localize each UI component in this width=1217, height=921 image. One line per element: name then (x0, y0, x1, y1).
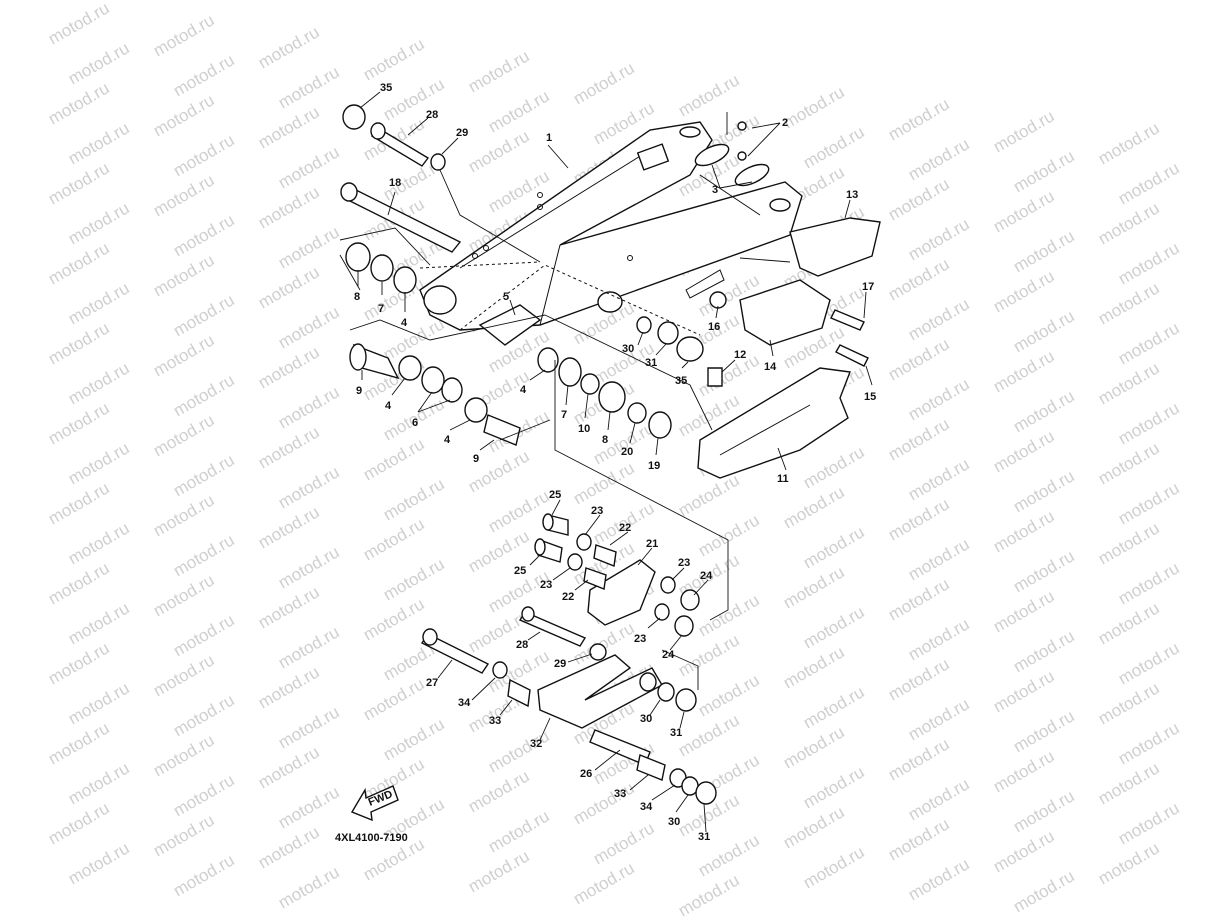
bolt-17 (830, 309, 865, 331)
cap-35-mid (676, 336, 704, 362)
callout-7a: 7 (378, 303, 384, 315)
callout-33a: 33 (489, 715, 501, 727)
callout-labels: 35 28 29 1 2 3 18 13 17 16 5 30 31 35 12… (354, 82, 876, 843)
callout-28b: 28 (516, 639, 528, 651)
chain-support-11 (697, 367, 851, 479)
screw-2a (737, 121, 747, 131)
screw-2b (737, 151, 747, 161)
plate-3b (734, 163, 770, 187)
relay-arm-21 (587, 559, 656, 626)
callout-3: 3 (712, 184, 718, 196)
connecting-rod-32 (537, 654, 663, 729)
callout-5: 5 (503, 291, 509, 303)
callout-6: 6 (412, 417, 418, 429)
callout-25a: 25 (549, 489, 561, 501)
callout-26: 26 (580, 768, 592, 780)
callout-27: 27 (426, 677, 438, 689)
callout-8a: 8 (354, 291, 360, 303)
cap-35-top (342, 104, 366, 130)
callout-15: 15 (864, 391, 876, 403)
swing-arm (419, 121, 803, 346)
bolt-15 (835, 344, 869, 367)
callout-19: 19 (648, 460, 660, 472)
callout-33b: 33 (614, 788, 626, 800)
callout-11: 11 (777, 473, 789, 485)
callout-29b: 29 (554, 658, 566, 670)
callout-24b: 24 (662, 649, 675, 661)
diagram-code: 4XL4100-7190 (335, 832, 408, 844)
callout-17: 17 (862, 281, 874, 293)
callout-23c: 23 (678, 557, 690, 569)
chain-guide-14 (739, 279, 831, 346)
callout-2: 2 (782, 117, 788, 129)
callout-23d: 23 (634, 633, 646, 645)
washer-29-top (430, 153, 446, 171)
leader-lines (357, 91, 873, 833)
bushing-stack-right (345, 242, 727, 439)
callout-29a: 29 (456, 127, 468, 139)
assembly-lines (339, 112, 791, 690)
callout-1: 1 (546, 132, 552, 144)
callout-23b: 23 (540, 579, 552, 591)
callout-9a: 9 (356, 385, 362, 397)
callout-13: 13 (846, 189, 858, 201)
callout-22a: 22 (619, 522, 631, 534)
callout-31c: 31 (698, 831, 710, 843)
callout-12: 12 (734, 349, 746, 361)
callout-25b: 25 (514, 565, 526, 577)
callout-20: 20 (621, 446, 633, 458)
callout-31a: 31 (645, 357, 657, 369)
bolt-28-top (370, 122, 430, 167)
plate-3a (694, 143, 730, 167)
callout-23a: 23 (591, 505, 603, 517)
pivot-shaft-18 (340, 182, 462, 253)
callout-34b: 34 (640, 801, 653, 813)
callout-9b: 9 (473, 453, 479, 465)
callout-28a: 28 (426, 109, 438, 121)
fwd-arrow: FWD (350, 785, 399, 822)
bolt-12 (707, 367, 723, 387)
bushing-stack-left (349, 343, 521, 446)
callout-4d: 4 (520, 384, 527, 396)
callout-10: 10 (578, 423, 590, 435)
bushings-lower (420, 513, 717, 805)
callout-24a: 24 (700, 570, 713, 582)
callout-18: 18 (389, 177, 401, 189)
callout-4a: 4 (401, 317, 408, 329)
callout-22b: 22 (562, 591, 574, 603)
callout-7b: 7 (561, 409, 567, 421)
callout-21: 21 (646, 538, 658, 550)
callout-30a: 30 (622, 343, 634, 355)
callout-16: 16 (708, 321, 720, 333)
callout-30b: 30 (640, 713, 652, 725)
callout-30c: 30 (668, 816, 680, 828)
callout-4b: 4 (385, 400, 392, 412)
callout-8b: 8 (602, 434, 608, 446)
callout-32: 32 (530, 738, 542, 750)
callout-4c: 4 (444, 434, 451, 446)
callout-35b: 35 (675, 375, 687, 387)
callout-35a: 35 (380, 82, 392, 94)
callout-14: 14 (764, 361, 777, 373)
callout-31b: 31 (670, 727, 682, 739)
callout-34a: 34 (458, 697, 471, 709)
chain-guide-13 (789, 217, 881, 277)
